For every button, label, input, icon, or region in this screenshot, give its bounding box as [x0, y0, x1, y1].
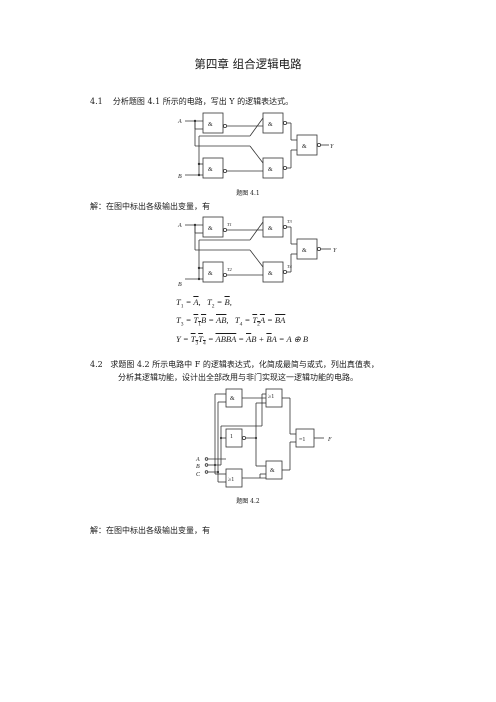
- label-y: Y: [333, 248, 337, 254]
- gate-symbol: &: [268, 122, 273, 128]
- question-4-2: 4.2 求题图 4.2 所示电路中 F 的逻辑表达式，化简成最简与或式，列出真值…: [90, 358, 379, 371]
- question-4-1: 4.1 分析题图 4.1 所示的电路，写出 Y 的逻辑表达式。: [90, 95, 293, 108]
- question-number: 4.1: [90, 97, 103, 106]
- equation-line-3: Y = T3T4 = ABBA = AB + BA = A ⊕ B: [176, 334, 309, 347]
- label-b: B: [196, 464, 200, 470]
- and-gate-1: [202, 112, 224, 134]
- gate-symbol: &: [208, 271, 213, 277]
- question-text-line-1: 求题图 4.2 所示电路中 F 的逻辑表达式，化简成最简与或式，列出真值表，: [110, 360, 379, 369]
- figure-4-2-circuit: A B C F & 1 ≥1 ≥1 & =1: [195, 388, 332, 488]
- gate-symbol: &: [270, 468, 275, 474]
- gate-symbol: &: [208, 167, 213, 173]
- label-t4: T4: [287, 264, 293, 269]
- figure-4-1-caption: 题图 4.1: [236, 190, 260, 197]
- and-gate-5: [296, 134, 318, 156]
- figure-4-2-caption: 题图 4.2: [236, 498, 260, 505]
- label-b: B: [178, 282, 182, 288]
- label-c: C: [196, 472, 201, 478]
- label-y: Y: [330, 144, 334, 150]
- not-gate: [225, 428, 243, 448]
- solution-4-2-intro: 解：在图中标出各级输出变量，有: [90, 526, 210, 535]
- gate-symbol: &: [268, 167, 273, 173]
- gate-symbol: &: [268, 226, 273, 232]
- equation-line-1: T1 = A, T2 = B,: [176, 297, 232, 310]
- gate-symbol: &: [230, 396, 235, 402]
- question-text-line-2: 分析其逻辑功能，设计出全部改用与非门实现这一逻辑功能的电路。: [118, 373, 358, 382]
- equation-line-2: T3 = T1B = AB, T4 = T2A = BA: [176, 315, 286, 328]
- label-b: B: [178, 174, 182, 180]
- gate-symbol: &: [302, 248, 307, 254]
- label-a: A: [195, 457, 200, 463]
- gate-symbol: &: [208, 122, 213, 128]
- question-number: 4.2: [90, 360, 103, 369]
- gate-symbol: =1: [299, 437, 305, 443]
- gate-symbol: ≥1: [268, 394, 274, 400]
- and-gate-3: [262, 112, 284, 134]
- gate-symbol: &: [268, 271, 273, 277]
- question-text: 分析题图 4.1 所示的电路，写出 Y 的逻辑表达式。: [112, 97, 294, 106]
- chapter-title: 第四章 组合逻辑电路: [194, 57, 302, 71]
- solution-4-1-intro: 解：在图中标出各级输出变量，有: [90, 202, 210, 211]
- and-gate-4: [262, 157, 284, 179]
- figure-4-1-circuit: A B Y & & & & &: [177, 112, 334, 180]
- label-a: A: [177, 119, 182, 125]
- gate-symbol: 1: [230, 434, 233, 440]
- and-gate-2: [202, 157, 224, 179]
- figure-4-1-labeled-circuit: A B Y & & & & & T1 T2 T3 T4: [177, 216, 337, 288]
- label-t1: T1: [227, 222, 232, 227]
- gate-symbol: &: [208, 226, 213, 232]
- label-a: A: [177, 223, 182, 229]
- label-f: F: [327, 437, 332, 443]
- gate-symbol: ≥1: [228, 477, 234, 483]
- gate-symbol: &: [302, 144, 307, 150]
- label-t2: T2: [227, 267, 233, 272]
- label-t3: T3: [287, 219, 293, 224]
